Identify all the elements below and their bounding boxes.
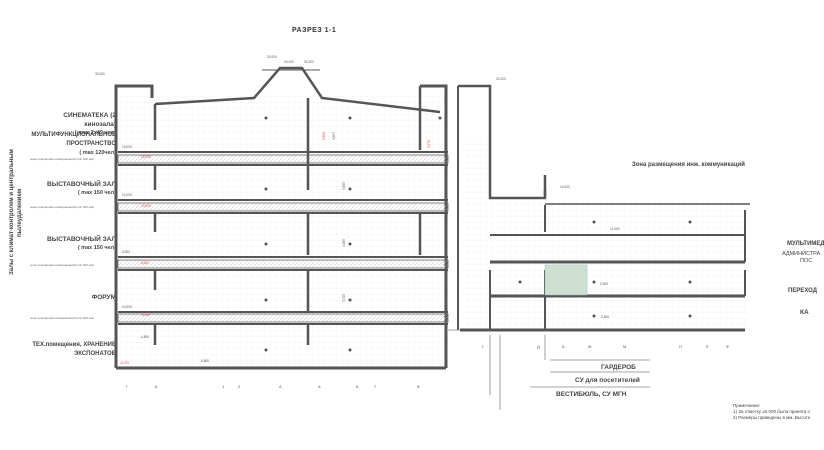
dimension-labels: 3,897 5,893 3,655 4,485 3,725 3,270 xyxy=(322,132,431,302)
notes-block: Примечание: 1) За отметку ±0,000 была пр… xyxy=(733,403,810,421)
dimension-label: 3,270 xyxy=(427,140,431,148)
roof xyxy=(154,66,441,114)
label-vestibule: ВЕСТИБЮЛЬ, СУ МГН xyxy=(556,391,627,398)
axis-label: Г xyxy=(482,344,485,349)
label-cinematheque-title: СИНЕМАТЕКА (2 кинозала) xyxy=(63,112,116,128)
main-block-fill xyxy=(118,95,448,367)
axis-label: Ж xyxy=(588,344,592,349)
axis-label: Ф xyxy=(726,344,729,349)
dimension-label: 5,893 xyxy=(322,132,326,140)
label-su-visitors: СУ для посетителей xyxy=(575,377,640,384)
axis-label: В xyxy=(417,384,420,389)
notes-line-1: 1) За отметку ±0,000 была принята о xyxy=(733,409,811,414)
dimension-label: 3,725 xyxy=(342,294,346,302)
label-exhibition-1: ВЫСТАВОЧНЫЙ ЗАЛ ( max 150 чел) xyxy=(30,180,116,198)
dimension-label: 3,897 xyxy=(332,132,336,140)
elevation-mark: 19,000 xyxy=(122,145,132,149)
axis-label: Е xyxy=(706,344,709,349)
dimension-label: 3,655 xyxy=(342,182,346,190)
label-perekhod: ПЕРЕХОД xyxy=(788,288,818,294)
label-multifunction-capacity: ( max 120чел) xyxy=(79,150,116,156)
highlighted-room xyxy=(544,264,588,296)
elevation-red: 13,000 xyxy=(141,204,151,208)
axis-markers: Г Б 1 2 А А Б 7 В Г Д Б Ж М Н Е Ф xyxy=(126,344,729,389)
axis-label: Д xyxy=(537,344,540,349)
axis-label: А xyxy=(318,384,321,389)
elevation-mark: 30,400 xyxy=(284,60,294,64)
elevation-red: 19,000 xyxy=(141,155,151,159)
label-garderob: ГАРДЕРОБ xyxy=(601,364,636,371)
label-exhibition-2-title: ВЫСТАВОЧНЫЙ ЗАЛ xyxy=(47,236,116,243)
elevation-red: 6,000 xyxy=(141,261,149,265)
duct-zone-label-3: зона трассировки коммуникаций (min 600 м… xyxy=(30,263,94,267)
axis-label: М xyxy=(623,344,626,349)
elevation-marks: 30,000 30,400 30,300 30,000 32,200 19,00… xyxy=(95,55,620,363)
dimension-label: 4,485 xyxy=(342,239,346,247)
label-cinematheque-capacity: ( max 2х49 чел) xyxy=(74,130,116,136)
label-exhibition-2: ВЫСТАВОЧНЫЙ ЗАЛ ( max 150 чел) xyxy=(30,235,116,253)
drawing-title: РАЗРЕЗ 1-1 xyxy=(292,27,337,34)
label-multimedia: МУЛЬТИМЕДИ xyxy=(787,241,824,247)
elevation-mark: 32,200 xyxy=(496,77,506,81)
annex-right xyxy=(457,84,750,335)
axis-label: Б xyxy=(356,384,359,389)
notes-header: Примечание: xyxy=(733,403,761,408)
label-multifunction: МУЛЬТИФУНКЦИОНАЛЬНОЕ ПРОСТРАНСТВО ( max … xyxy=(28,131,116,158)
elevation-red: -4,500 xyxy=(141,313,150,317)
label-exhibition-1-capacity: ( max 150 чел) xyxy=(77,190,116,196)
axis-label: 2 xyxy=(238,384,241,389)
elevation-mark: 30,300 xyxy=(304,60,314,64)
main-outline xyxy=(114,84,448,370)
axis-label: 7 xyxy=(374,384,377,389)
elevation-mark: 14,000 xyxy=(560,185,570,189)
axis-label: Г xyxy=(126,384,129,389)
elevation-mark: -4,500 xyxy=(140,335,149,339)
elevation-mark: 6,000 xyxy=(122,250,130,254)
duct-zone-label-4: зона трассировки коммуникаций (min 600 м… xyxy=(30,316,94,320)
elevation-mark: 30,000 xyxy=(267,55,277,59)
label-admin: АДМИНИСТРА xyxy=(782,251,821,257)
elevation-mark: 13,000 xyxy=(122,193,132,197)
label-ka: КА xyxy=(800,309,809,316)
notes-line-2: 2) Размеры приведены в мм. Высоте xyxy=(733,415,811,420)
axis-label: А xyxy=(279,384,282,389)
axis-label: Н xyxy=(679,344,682,349)
axis-label: Б xyxy=(155,384,158,389)
label-exhibition-1-title: ВЫСТАВОЧНЫЙ ЗАЛ xyxy=(47,181,116,188)
label-comm-zone: Зона размещения инж. коммуникаций xyxy=(632,162,745,168)
label-admin-2: ПОС xyxy=(800,258,813,264)
light-points xyxy=(264,116,692,352)
elevation-mark: 30,000 xyxy=(95,72,105,76)
interior-walls xyxy=(153,86,422,345)
elevation-red: -8,270 xyxy=(120,361,129,365)
elevation-mark: 11,000 xyxy=(610,227,620,231)
floor-slabs xyxy=(117,151,449,325)
axis-label: Б xyxy=(562,344,565,349)
label-forum: ФОРУМ xyxy=(91,294,116,301)
label-multifunction-title: МУЛЬТИФУНКЦИОНАЛЬНОЕ ПРОСТРАНСТВО xyxy=(31,132,116,147)
axis-label: 1 xyxy=(222,384,225,389)
elevation-mark: -3,600 xyxy=(600,315,609,319)
label-cinematheque: СИНЕМАТЕКА (2 кинозала) ( max 2х49 чел) xyxy=(30,111,116,138)
duct-zone-label-1: зона трассировки коммуникаций (min 600 м… xyxy=(30,157,94,161)
elevation-mark: -6,800 xyxy=(200,359,209,363)
label-exhibition-2-capacity: ( max 150 чел) xyxy=(77,245,116,251)
elevation-marks-red: 19,000 13,000 6,000 -4,500 -8,270 xyxy=(120,155,151,365)
elevation-mark: ±0,000 xyxy=(122,305,132,309)
ground-lines xyxy=(448,329,650,410)
duct-zone-label-2: зона трассировки коммуникаций (min 600 м… xyxy=(30,205,94,209)
label-tech-rooms: ТЕХ.помещения, ХРАНЕНИЕ ЭКСПОНАТОВ xyxy=(32,342,116,357)
elevation-mark: 2,900 xyxy=(600,282,608,286)
